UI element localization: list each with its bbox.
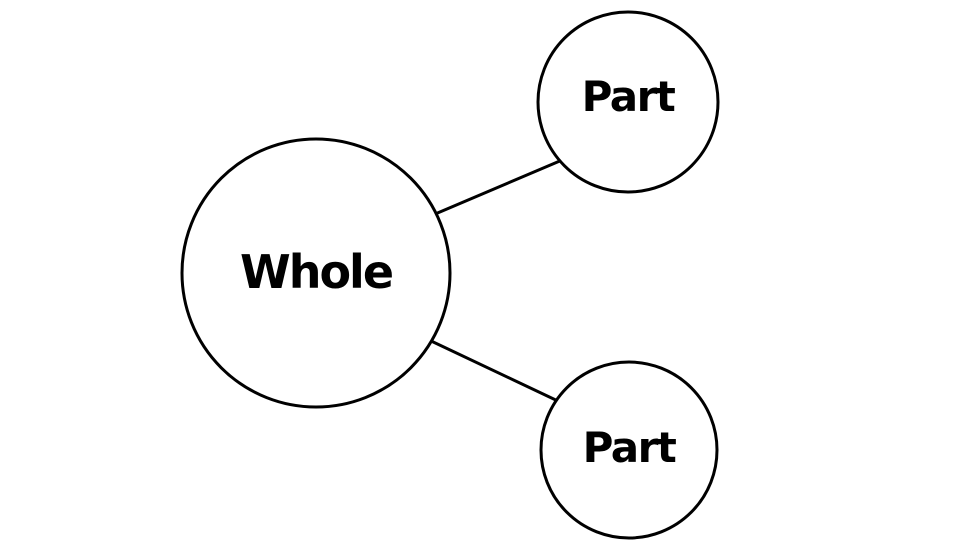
edge-whole-to-part-bottom (408, 329, 581, 413)
part-bottom-node-label: Part (582, 423, 677, 472)
whole-node-label: Whole (239, 245, 394, 299)
edge-whole-to-part-top (412, 150, 583, 225)
part-bottom-node-circle (539, 360, 719, 540)
part-top-node-label: Part (581, 72, 676, 121)
part-top-node-circle (536, 10, 720, 194)
whole-node-circle (180, 137, 452, 409)
